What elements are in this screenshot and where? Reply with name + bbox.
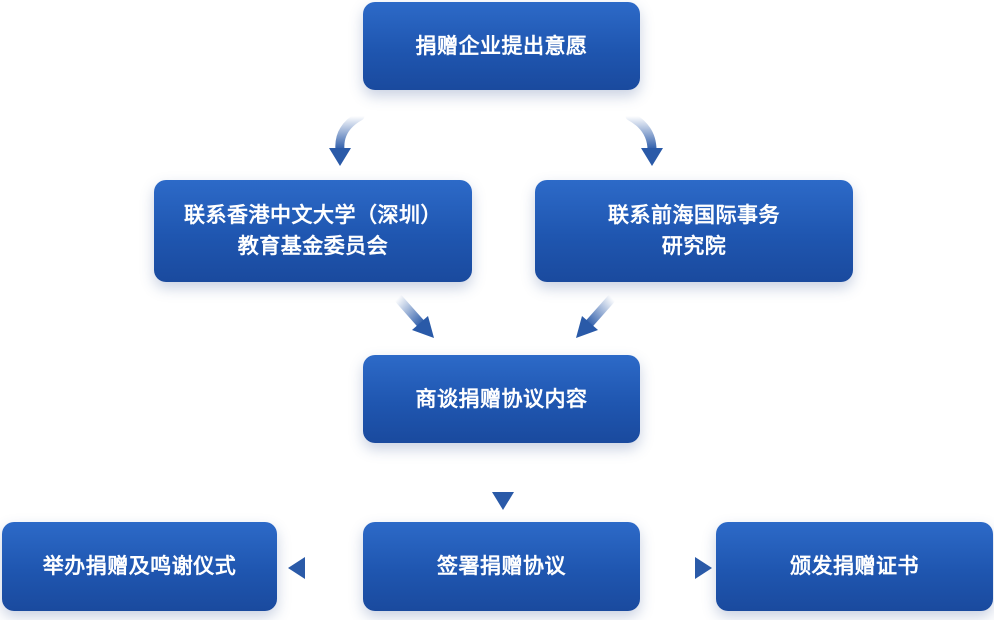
node-sign-agreement-label: 签署捐赠协议 xyxy=(437,554,566,578)
edge-cuhk-to-discuss xyxy=(393,293,434,338)
edge-start-to-cuhk xyxy=(329,111,365,166)
node-negotiate-agreement-label: 商谈捐赠协议内容 xyxy=(415,386,588,411)
edge-sign-to-ceremony xyxy=(288,557,347,579)
node-sign-agreement: 签署捐赠协议 xyxy=(363,522,640,611)
node-contact-cuhk-foundation-line2: 教育基金委员会 xyxy=(237,234,389,258)
node-issue-certificate-label: 颁发捐赠证书 xyxy=(790,554,919,578)
node-donor-intent-label: 捐赠企业提出意愿 xyxy=(415,33,588,58)
node-contact-cuhk-foundation-line1: 联系香港中文大学（深圳） xyxy=(184,203,442,227)
edge-discuss-to-sign xyxy=(492,455,514,510)
edge-sign-to-certificate xyxy=(655,557,712,579)
node-contact-qianhai-institute: 联系前海国际事务 研究院 xyxy=(535,180,853,282)
node-donor-intent: 捐赠企业提出意愿 xyxy=(363,2,640,90)
node-negotiate-agreement: 商谈捐赠协议内容 xyxy=(363,355,640,443)
node-contact-qianhai-institute-line1: 联系前海国际事务 xyxy=(608,203,780,227)
node-contact-qianhai-institute-line2: 研究院 xyxy=(661,234,727,258)
node-hold-ceremony: 举办捐赠及鸣谢仪式 xyxy=(2,522,277,611)
node-hold-ceremony-label: 举办捐赠及鸣谢仪式 xyxy=(42,554,237,578)
node-contact-cuhk-foundation: 联系香港中文大学（深圳） 教育基金委员会 xyxy=(154,180,472,282)
node-issue-certificate: 颁发捐赠证书 xyxy=(716,522,993,611)
edge-start-to-qianhai xyxy=(625,111,663,166)
edge-qianhai-to-discuss xyxy=(576,293,617,338)
